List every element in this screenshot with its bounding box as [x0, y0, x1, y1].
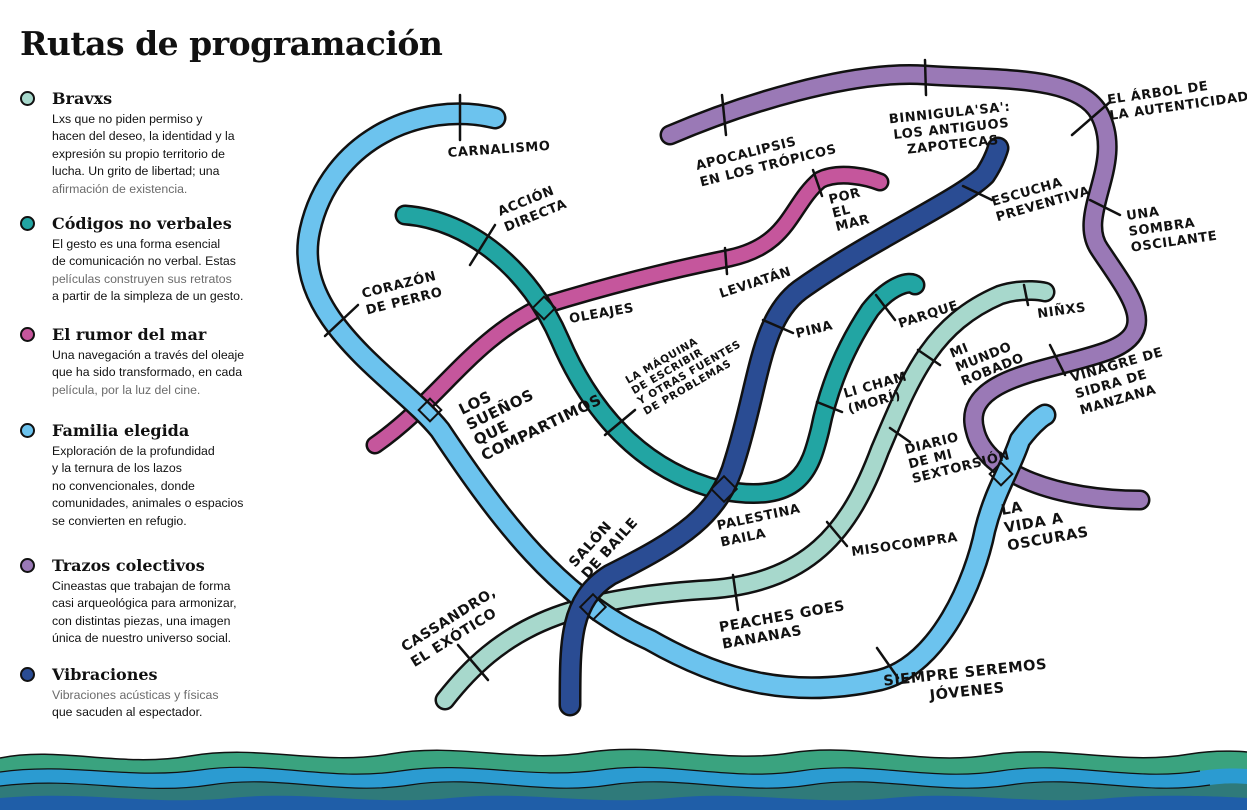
junction-marker: [988, 461, 1014, 487]
station-sombra: UNASOMBRAOSCILANTE: [1125, 197, 1218, 256]
legend-description-line: y la ternura de los lazos: [52, 461, 182, 476]
page-title: Rutas de programación: [20, 24, 443, 63]
station-tick: [456, 643, 490, 682]
legend-description-line: única de nuestro universo social.: [52, 631, 232, 646]
legend-dot-rumor: [20, 327, 35, 342]
station-label-line: EL: [831, 202, 852, 221]
station-label-line: CARNALISMO: [447, 139, 551, 161]
legend-description-line: afirmación de existencia.: [52, 181, 188, 196]
station-label-line: LA: [1000, 499, 1024, 519]
station-corazon: CORAZÓNDE PERRO: [360, 267, 444, 318]
junction-marker: [709, 474, 739, 504]
station-label-line: NIÑXS: [1036, 299, 1087, 322]
legend-description-line: Vibraciones acústicas y físicas: [52, 688, 219, 702]
station-tick: [875, 646, 900, 680]
station-label-line: MI: [948, 341, 971, 362]
station-tick: [1070, 100, 1112, 137]
station-tick: [1088, 198, 1122, 217]
legend-description-line: Cineastas que trabajan de forma: [52, 579, 231, 593]
legend-title: Familia elegida: [52, 421, 190, 440]
route-bravxs: [434, 280, 1056, 711]
station-tick: [874, 293, 897, 322]
legend-title: Trazos colectivos: [52, 556, 205, 575]
station-ninxs: NIÑXS: [1036, 299, 1087, 322]
legend-title: El rumor del mar: [52, 325, 207, 344]
legend-description-line: expresión su propio territorio de: [52, 146, 225, 161]
station-carnalismo: CARNALISMO: [447, 139, 551, 161]
junction-marker: [417, 397, 443, 423]
route-familia-elegida: [296, 102, 1057, 700]
station-label-line: MISOCOMPRA: [850, 530, 958, 560]
legend-description-line: Exploración de la profundidad: [52, 444, 215, 458]
station-tick: [468, 223, 497, 267]
legend-description: Lxs que no piden permiso y hacen del dese…: [52, 111, 267, 198]
legend-description-line: a partir de la simpleza de un gesto.: [52, 289, 244, 304]
legend-description-line: Una navegación a través del oleaje: [52, 348, 245, 362]
station-maquina: LA MÁQUINADE ESCRIBIRY OTRAS FUENTESDE P…: [622, 317, 749, 419]
station-palestina: PALESTINABAILA: [716, 502, 806, 551]
legend-description-line: comunidades, animales o espacios: [52, 496, 244, 511]
station-tick: [815, 400, 844, 414]
station-misocompra: MISOCOMPRA: [850, 530, 958, 560]
sea-waves-decoration: [0, 748, 1247, 810]
legend-description-line: Lxs que no piden permiso y: [52, 112, 203, 126]
station-tick: [811, 168, 824, 198]
legend-dot-codigos: [20, 216, 35, 231]
legend-description-line: casi arqueológica para armonizar,: [52, 596, 237, 611]
station-por-el-mar: PORELMAR: [827, 185, 871, 235]
station-tick: [961, 184, 994, 202]
legend-description-line: que sacuden al espectador.: [52, 705, 203, 720]
station-label-line: UNA: [1125, 204, 1160, 223]
station-tick: [323, 303, 360, 338]
station-pina: PINA: [794, 318, 834, 342]
station-tick: [825, 520, 849, 548]
route-vibraciones: [558, 136, 1010, 717]
legend-description: Cineastas que trabajan de forma casi arqu…: [52, 578, 267, 648]
legend-dot-vibraciones: [20, 667, 35, 682]
junction-marker: [578, 592, 608, 622]
station-accion-directa: ACCIÓNDIRECTA: [496, 180, 570, 235]
station-arbol: EL ÁRBOL DELA AUTENTICIDAD: [1106, 73, 1247, 124]
legend-dot-familia: [20, 423, 35, 438]
junction-marker: [531, 295, 557, 321]
legend-description-line: película, por la luz del cine.: [52, 382, 201, 397]
station-tick: [720, 93, 728, 137]
station-label-line: PINA: [794, 318, 834, 342]
legend-title: Bravxs: [52, 89, 113, 108]
legend-description: Vibraciones acústicas y físicas que sacud…: [52, 687, 267, 722]
legend-description-line: se convierten en refugio.: [52, 513, 187, 528]
legend-description-line: El gesto es una forma esencial: [52, 237, 221, 251]
legend-description-line: no convencionales, donde: [52, 478, 195, 493]
route-el-rumor-del-mar: [365, 165, 890, 455]
legend-description-line: hacen del deseo, la identidad y la: [52, 129, 235, 144]
legend-dot-bravxs: [20, 91, 35, 106]
legend-description-line: lucha. Un grito de libertad; una: [52, 164, 220, 179]
legend-description: Exploración de la profundidad y la ternur…: [52, 443, 267, 530]
legend-description: Una navegación a través del oleaje que ha…: [52, 347, 267, 399]
station-escucha: ESCUCHAPREVENTIVA: [990, 169, 1092, 226]
legend-title: Vibraciones: [52, 665, 158, 684]
station-tick: [1022, 283, 1030, 307]
station-tick: [731, 573, 740, 612]
station-tick: [603, 408, 637, 437]
legend-description-line: de comunicación no verbal. Estas: [52, 254, 236, 269]
station-tick: [916, 348, 942, 367]
station-tick: [923, 58, 928, 97]
station-tick: [1048, 343, 1067, 377]
legend-dot-trazos: [20, 558, 35, 573]
route-codigos-no-verbales: [394, 204, 926, 505]
station-tick: [888, 426, 912, 444]
route-trazos-colectivos: [659, 64, 1151, 511]
legend-description: El gesto es una forma esencial de comunic…: [52, 236, 267, 306]
station-tick: [761, 318, 795, 335]
legend-description-line: con distintas piezas, una imagen: [52, 613, 231, 628]
legend-title: Códigos no verbales: [52, 214, 232, 233]
legend-description-line: películas construyen sus retratos: [52, 271, 232, 286]
station-tick: [723, 246, 729, 276]
legend-description-line: que ha sido transformado, en cada: [52, 365, 243, 380]
